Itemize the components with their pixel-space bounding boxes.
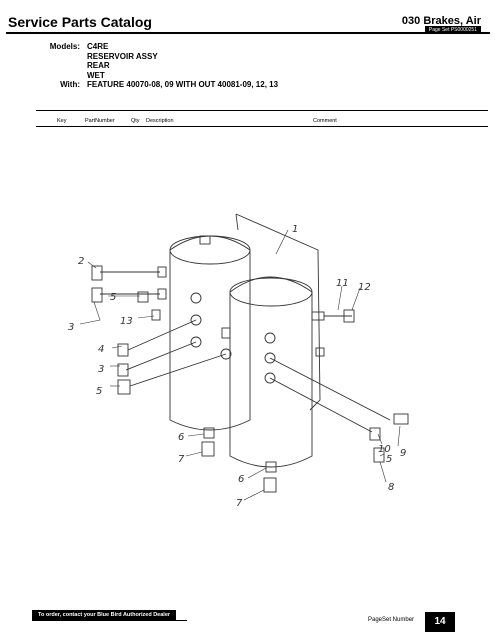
dealer-notice: To order, contact your Blue Bird Authori… (32, 610, 177, 620)
callout-label: 5 (96, 386, 102, 397)
page-title: Service Parts Catalog (8, 14, 152, 30)
columns-bottom-rule (36, 126, 488, 127)
callout-label: 11 (336, 278, 349, 289)
callout-label: 2 (78, 256, 84, 267)
footer-rule (32, 620, 187, 621)
callout-label: 3 (68, 322, 74, 333)
callout-label: 13 (120, 316, 133, 327)
callout-label: 6 (178, 432, 184, 443)
callout-label: 6 (238, 474, 244, 485)
callout-label: 10 (378, 444, 391, 455)
pageset-tab: Page Set PS0000251 (424, 26, 481, 34)
section-title: 030 Brakes, Air (401, 15, 481, 27)
callout-label: 1 (292, 224, 298, 235)
model-line: REAR (87, 61, 110, 70)
columns-top-rule (36, 110, 488, 111)
col-description: Description (146, 118, 174, 124)
model-line: RESERVOIR ASSY (87, 51, 158, 61)
model-line: C4RE (87, 42, 109, 51)
model-line: WET (87, 70, 105, 80)
callout-label: 12 (358, 282, 371, 293)
pageset-label: PageSet Number (368, 617, 415, 623)
callout-label: 3 (98, 364, 104, 375)
col-comment: Comment (313, 118, 337, 124)
callout-label: 7 (178, 454, 185, 465)
col-key: Key (57, 118, 67, 124)
callout-label: 5 (110, 292, 116, 303)
callout-label: 5 (386, 454, 392, 465)
models-label: Models: (49, 42, 80, 51)
callout-label: 7 (236, 498, 243, 509)
callout-label: 8 (388, 482, 394, 493)
col-partnumber: PartNumber (85, 118, 115, 124)
header-rule (6, 32, 490, 34)
callout-label: 9 (400, 448, 406, 459)
with-label: With: (60, 80, 80, 89)
reservoir-diagram: 1 2 3 4 3 5 5 13 11 12 10 9 5 8 6 7 6 7 (68, 213, 409, 509)
page-number: 14 (425, 612, 455, 632)
col-qty: Qty (131, 118, 140, 124)
callout-label: 4 (98, 344, 104, 355)
model-line: FEATURE 40070-08, 09 WITH OUT 40081-09, … (87, 80, 279, 89)
